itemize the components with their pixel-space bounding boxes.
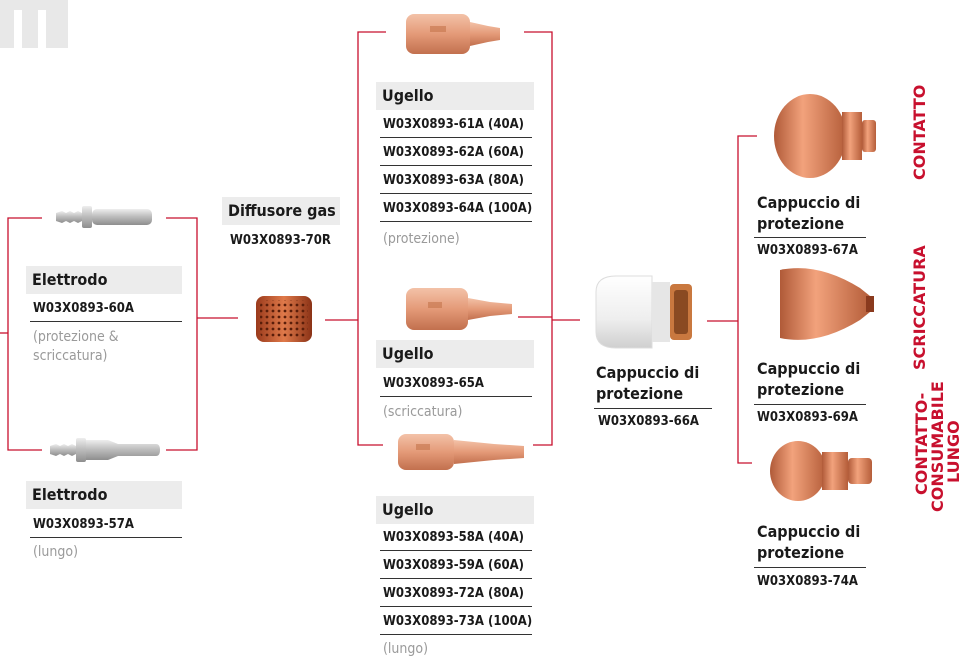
shield-gouging-title-line2: protezione xyxy=(757,380,845,399)
shield-long-divider xyxy=(754,567,866,568)
nozzle-protection-code-4: W03X0893-64A (100A) xyxy=(380,196,532,222)
retaining-cap-divider xyxy=(594,408,712,409)
nozzle-protection-note: (protezione) xyxy=(383,231,460,247)
shield-long-title-line1: Cappuccio di xyxy=(757,522,861,541)
side-label-scriccatura: SCRICCATURA xyxy=(910,245,929,370)
electrode-a-title: Elettrodo xyxy=(26,266,182,294)
shield-contact-divider xyxy=(754,237,866,238)
side-label-contatto-consumabile-line3: LUNGO xyxy=(944,420,963,483)
nozzle-gouging-code: W03X0893-65A xyxy=(380,371,532,397)
nozzle-long-code-2: W03X0893-59A (60A) xyxy=(380,553,532,579)
retaining-cap-code: W03X0893-66A xyxy=(598,414,699,429)
retaining-cap-title-line1: Cappuccio di xyxy=(596,363,700,382)
shield-contact-code: W03X0893-67A xyxy=(757,243,858,258)
shield-cap-gouging-image xyxy=(780,268,874,340)
nozzle-protection-image xyxy=(406,14,500,54)
shield-gouging-divider xyxy=(754,404,866,405)
diffuser-title: Diffusore gas xyxy=(222,197,340,225)
nozzle-protection-title: Ugello xyxy=(376,82,534,110)
logo-fragment xyxy=(0,0,72,48)
nozzle-protection-code-2: W03X0893-62A (60A) xyxy=(380,140,532,166)
electrode-image xyxy=(56,206,152,228)
shield-long-code: W03X0893-74A xyxy=(757,574,858,589)
shield-cap-long-image xyxy=(770,441,872,501)
electrode-b-title: Elettrodo xyxy=(26,481,182,509)
gas-diffuser-image xyxy=(256,296,312,342)
diffuser-code: W03X0893-70R xyxy=(230,233,331,248)
nozzle-protection-code-3: W03X0893-63A (80A) xyxy=(380,168,532,194)
electrode-b-code: W03X0893-57A xyxy=(30,512,182,538)
retaining-cap-image xyxy=(595,275,692,349)
nozzle-long-image xyxy=(398,434,524,470)
nozzle-gouging-image xyxy=(406,288,512,330)
nozzle-long-title: Ugello xyxy=(376,496,534,524)
nozzle-long-code-1: W03X0893-58A (40A) xyxy=(380,525,532,551)
electrode-a-note-line1: (protezione & xyxy=(33,329,119,345)
electrode-b-note: (lungo) xyxy=(33,544,79,560)
electrode-a-code: W03X0893-60A xyxy=(30,296,182,322)
shield-cap-contact-image xyxy=(774,94,876,178)
nozzle-gouging-title: Ugello xyxy=(376,340,534,368)
electrode-long-image xyxy=(50,438,160,462)
shield-gouging-title-line1: Cappuccio di xyxy=(757,359,861,378)
nozzle-gouging-note: (scriccatura) xyxy=(383,404,463,420)
nozzle-long-code-3: W03X0893-72A (80A) xyxy=(380,581,532,607)
nozzle-long-note: (lungo) xyxy=(383,641,429,657)
nozzle-protection-code-1: W03X0893-61A (40A) xyxy=(380,112,532,138)
side-label-contatto: CONTATTO xyxy=(910,84,929,180)
electrode-a-note-line2: scriccatura) xyxy=(33,348,108,364)
nozzle-long-code-4: W03X0893-73A (100A) xyxy=(380,609,532,635)
retaining-cap-title-line2: protezione xyxy=(596,384,684,403)
shield-gouging-code: W03X0893-69A xyxy=(757,410,858,425)
shield-long-title-line2: protezione xyxy=(757,543,845,562)
shield-contact-title-line1: Cappuccio di xyxy=(757,193,861,212)
shield-contact-title-line2: protezione xyxy=(757,214,845,233)
